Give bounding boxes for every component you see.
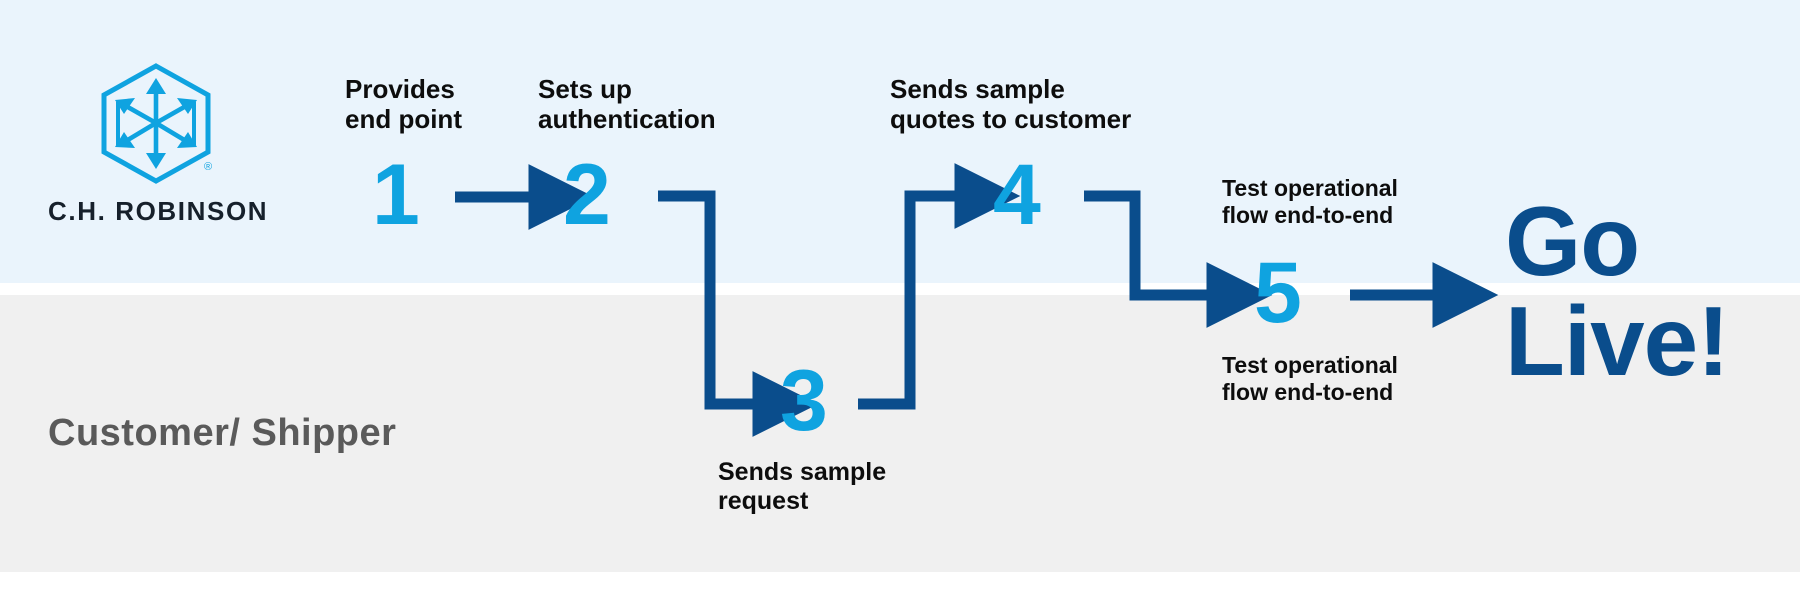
step-3-number: 3 bbox=[780, 353, 828, 449]
step-4-number: 4 bbox=[993, 147, 1041, 243]
step-1-caption: Provides end point bbox=[345, 74, 462, 135]
step-2-caption: Sets up authentication bbox=[538, 74, 716, 135]
step-1-number: 1 bbox=[372, 147, 420, 243]
brand-logo: ® C.H. ROBINSON bbox=[48, 62, 268, 227]
step-5-caption-above: Test operational flow end-to-end bbox=[1222, 175, 1398, 228]
step-2-number: 2 bbox=[563, 147, 611, 243]
step-5-caption-below: Test operational flow end-to-end bbox=[1222, 352, 1398, 405]
step-3-caption: Sends sample request bbox=[718, 458, 887, 515]
go-live-label: Go Live! bbox=[1505, 186, 1730, 396]
lane-label-customer-shipper: Customer/ Shipper bbox=[48, 412, 397, 454]
step-4-caption: Sends sample quotes to customer bbox=[890, 74, 1132, 135]
step-5-number: 5 bbox=[1254, 245, 1302, 341]
hexagon-cube-arrows-logo-icon: ® bbox=[101, 63, 212, 184]
registered-mark: ® bbox=[204, 161, 212, 173]
brand-wordmark: C.H. ROBINSON bbox=[48, 196, 269, 226]
